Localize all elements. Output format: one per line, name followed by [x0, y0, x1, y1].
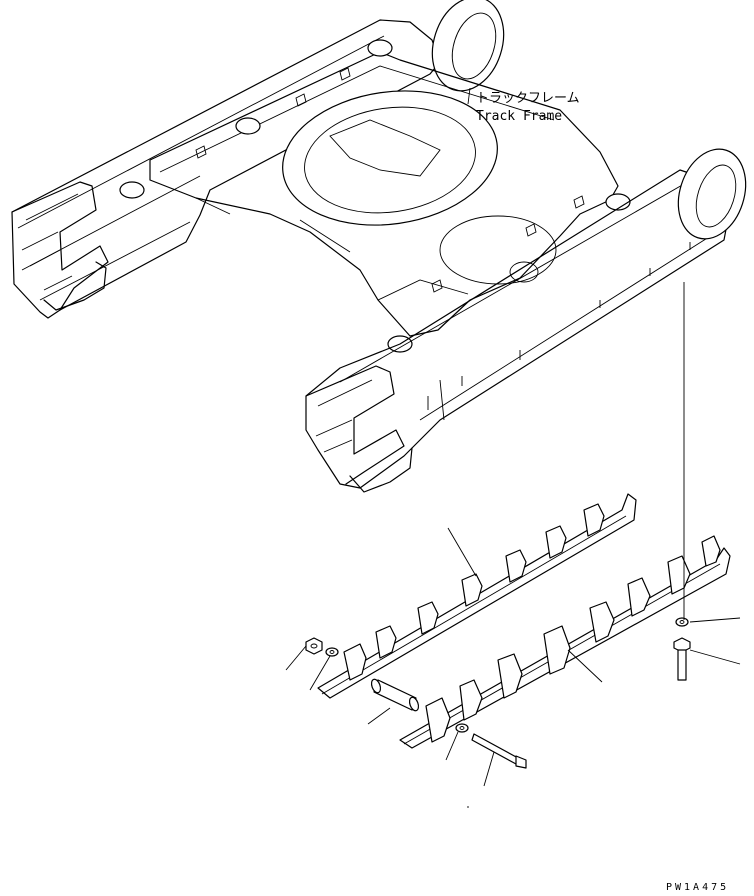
- swing-circle: [282, 90, 498, 226]
- left-idler-bracket: [431, 0, 505, 92]
- fasteners: [305, 617, 691, 769]
- drawing-code: PW1A475: [666, 882, 729, 893]
- right-member-end: [305, 365, 405, 485]
- long-bolt: [471, 733, 519, 765]
- left-member-end: [11, 181, 109, 311]
- washer-center: [455, 723, 469, 733]
- frame-label-en: Track Frame: [476, 109, 562, 124]
- lower-guard: [399, 535, 731, 749]
- frame-label-jp: トラックフレーム: [476, 91, 580, 106]
- track-frame: [11, 0, 747, 493]
- washer-right: [675, 617, 689, 627]
- upper-guard: [317, 493, 637, 699]
- right-idler-bracket: [677, 148, 747, 240]
- washer-left: [325, 647, 339, 657]
- center-opening: [439, 215, 557, 285]
- right-side-member: [305, 169, 731, 489]
- center-body: [149, 51, 619, 337]
- short-bolt: [673, 637, 691, 653]
- nut: [305, 637, 323, 655]
- callout-lines: [285, 282, 741, 808]
